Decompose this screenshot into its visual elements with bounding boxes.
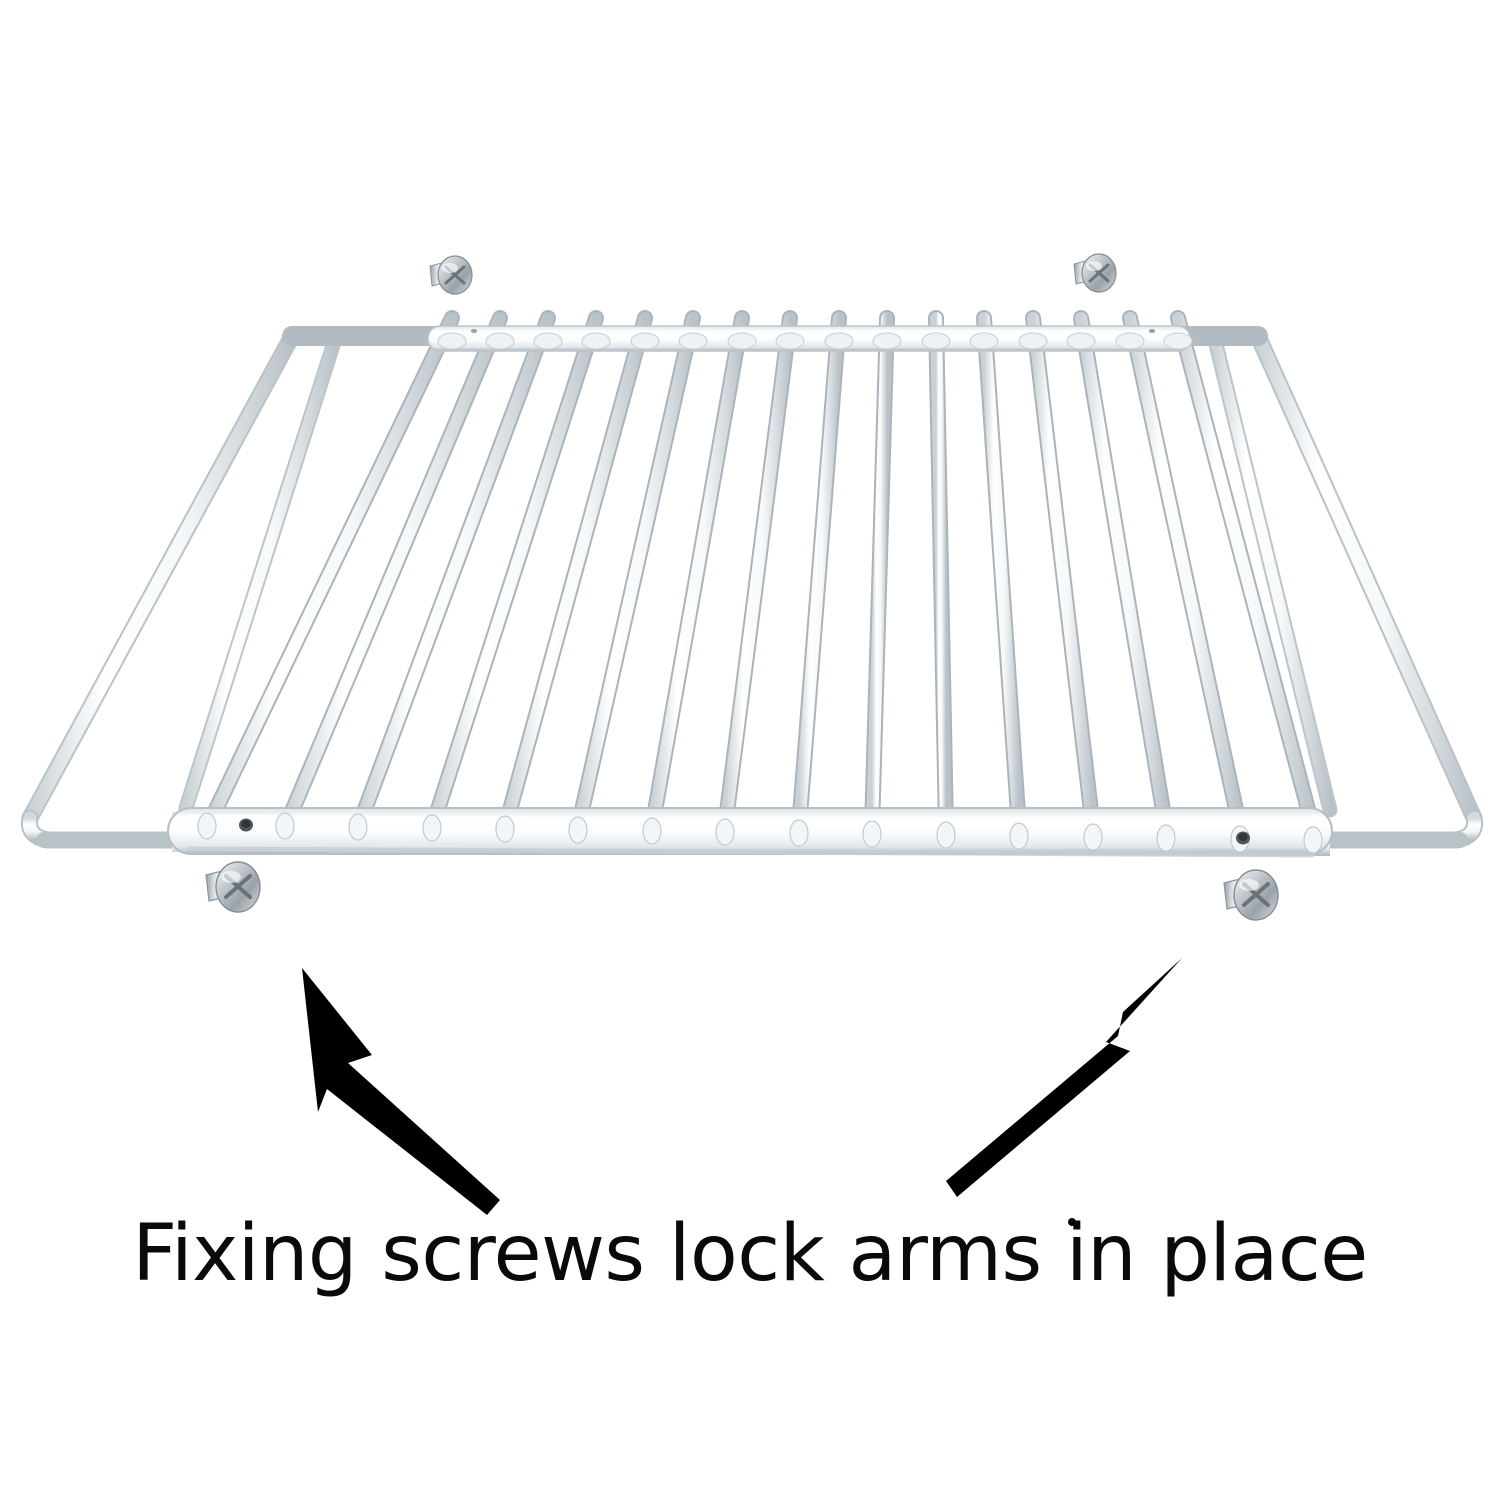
top-cross-rail	[282, 325, 1268, 352]
bottom-support-tube	[36, 807, 1468, 858]
screw-hole-left	[239, 818, 253, 832]
screw-bottom-left	[205, 861, 261, 913]
annotation-arrows	[302, 958, 1182, 1226]
left-side-frame-wire	[20, 327, 344, 849]
screw-top-left	[429, 255, 473, 295]
arrow-left	[302, 968, 500, 1215]
screw-top-right	[1073, 253, 1117, 293]
fixing-screws	[205, 253, 1279, 921]
screw-bottom-right	[1223, 869, 1279, 921]
stray-dot	[1068, 1218, 1076, 1226]
caption-text: Fixing screws lock arms in place	[132, 1209, 1368, 1299]
screw-hole-right	[1236, 831, 1250, 845]
wire-shelf	[20, 310, 1484, 858]
arrow-right	[946, 958, 1182, 1197]
vertical-wire-group	[199, 310, 1321, 836]
